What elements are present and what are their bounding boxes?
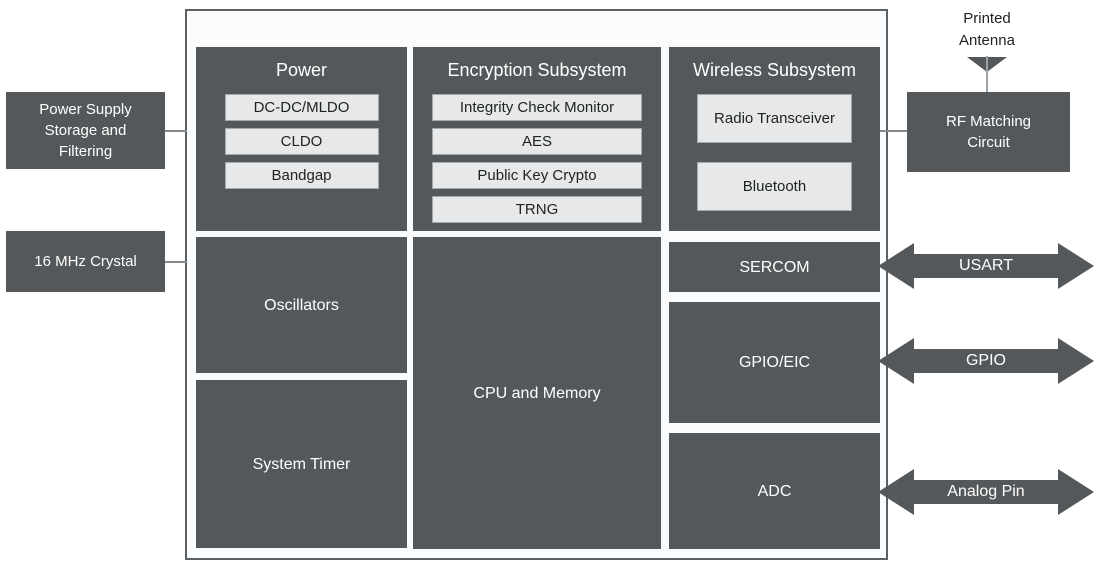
oscillators-block: Oscillators: [196, 237, 407, 373]
rf-matching-label: RF Matching Circuit: [945, 113, 1032, 151]
system-timer-block: System Timer: [196, 380, 407, 548]
encryption-item: Public Key Crypto: [432, 162, 642, 189]
encryption-item: TRNG: [432, 196, 642, 223]
wireless-subsystem-title: Wireless Subsystem: [692, 60, 857, 80]
printed-antenna-label: Printed Antenna: [959, 10, 1015, 49]
connector-rf: [878, 130, 908, 132]
analog-pin-arrow-icon: Analog Pin: [878, 469, 1094, 515]
wireless-item: Radio Transceiver: [697, 94, 852, 143]
crystal-block: 16 MHz Crystal: [6, 231, 165, 292]
wireless-subsystem-items: Radio Transceiver Bluetooth: [697, 94, 852, 211]
gpio-eic-block: GPIO/EIC: [669, 302, 880, 423]
adc-block: ADC: [669, 433, 880, 549]
wireless-subsystem: Wireless Subsystem Radio Transceiver Blu…: [669, 47, 880, 231]
encryption-item: AES: [432, 128, 642, 155]
power-supply-label: Power Supply Storage and Filtering: [39, 101, 132, 160]
connector-crystal: [165, 261, 187, 263]
usart-arrow-icon: USART: [878, 243, 1094, 289]
encryption-subsystem-items: Integrity Check Monitor AES Public Key C…: [432, 94, 642, 223]
crystal-label: 16 MHz Crystal: [34, 253, 137, 270]
power-subsystem-items: DC-DC/MLDO CLDO Bandgap: [224, 94, 379, 189]
connector-power-supply: [165, 130, 187, 132]
power-item: Bandgap: [224, 162, 379, 189]
gpio-arrow-label: GPIO: [965, 352, 1006, 369]
cpu-memory-block: CPU and Memory: [413, 237, 661, 549]
usart-arrow-label: USART: [959, 257, 1013, 274]
wireless-item: Bluetooth: [697, 162, 852, 211]
sercom-block: SERCOM: [669, 242, 880, 292]
encryption-item: Integrity Check Monitor: [432, 94, 642, 121]
encryption-subsystem-title: Encryption Subsystem: [447, 60, 627, 80]
power-subsystem-title: Power: [275, 60, 328, 80]
power-subsystem: Power DC-DC/MLDO CLDO Bandgap: [196, 47, 407, 231]
antenna-stem: [986, 56, 988, 92]
gpio-arrow-icon: GPIO: [878, 338, 1094, 384]
power-item: DC-DC/MLDO: [224, 94, 379, 121]
analog-pin-arrow-label: Analog Pin: [947, 483, 1025, 500]
power-supply-block: Power Supply Storage and Filtering: [6, 92, 165, 169]
power-item: CLDO: [224, 128, 379, 155]
rf-matching-block: RF Matching Circuit: [907, 92, 1070, 172]
encryption-subsystem: Encryption Subsystem Integrity Check Mon…: [413, 47, 661, 231]
